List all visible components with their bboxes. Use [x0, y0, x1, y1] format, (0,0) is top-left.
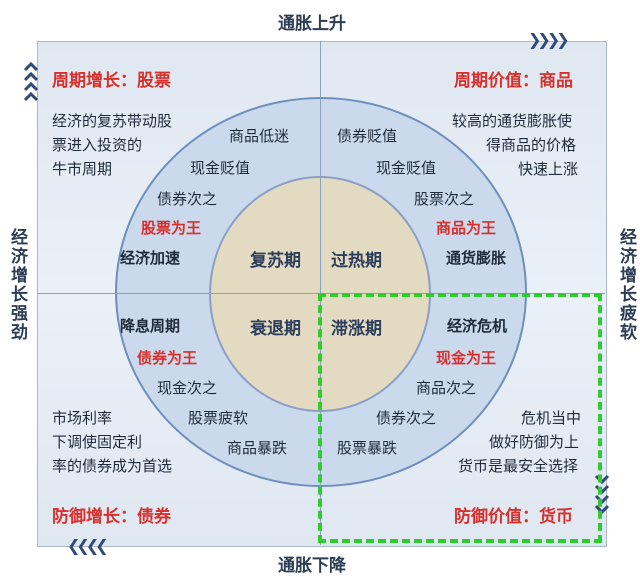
ring-bottom-left-1: 现金次之 — [157, 379, 218, 397]
desc-top-left-1: 经济的复苏带动股 — [52, 112, 173, 130]
chevron-right-icon: ❯❯❯❯ — [528, 30, 570, 49]
quadrant-title-bottom-left: 防御增长：债券 — [52, 507, 171, 527]
state-bottom-right: 经济危机 — [447, 317, 508, 335]
desc-top-right-3: 快速上涨 — [518, 160, 579, 178]
king-bottom-left: 债券为王 — [137, 349, 198, 367]
ring-bottom-left-3: 商品暴跌 — [227, 439, 288, 457]
king-bottom-right: 现金为王 — [436, 349, 497, 367]
desc-bottom-left-3: 率的债券成为首选 — [52, 457, 173, 475]
desc-top-left-2: 票进入投资的 — [52, 136, 143, 154]
ring-top-left-1: 商品低迷 — [229, 127, 290, 145]
king-top-right: 商品为王 — [436, 219, 497, 237]
ring-vertical-divider — [320, 97, 321, 487]
ring-top-left-2: 现金贬值 — [190, 159, 251, 177]
ring-top-right-2: 现金贬值 — [376, 159, 437, 177]
state-top-left: 经济加速 — [120, 249, 181, 267]
phase-recession: 衰退期 — [250, 319, 301, 339]
desc-bottom-right-2: 做好防御为上 — [489, 433, 580, 451]
desc-top-right-1: 较高的通货膨胀使 — [452, 112, 573, 130]
chevron-up-icon — [23, 60, 39, 108]
quadrant-title-bottom-right: 防御价值：货币 — [454, 507, 573, 527]
ring-bottom-right-2: 债券次之 — [376, 409, 437, 427]
ring-bottom-right-1: 商品次之 — [416, 379, 477, 397]
quadrant-title-top-right: 周期价值：商品 — [454, 71, 573, 91]
phase-stagflation: 滞涨期 — [331, 319, 382, 339]
quadrant-title-top-left: 周期增长：股票 — [52, 71, 171, 91]
ring-bottom-left-2: 股票疲软 — [188, 409, 249, 427]
desc-bottom-left-2: 下调使固定利 — [52, 433, 143, 451]
desc-bottom-right-1: 危机当中 — [521, 409, 582, 427]
ring-top-right-3: 股票次之 — [414, 190, 475, 208]
desc-top-left-3: 牛市周期 — [52, 160, 113, 178]
state-bottom-left: 降息周期 — [120, 317, 181, 335]
ring-top-right-1: 债券贬值 — [337, 127, 398, 145]
axis-top-label: 通胀上升 — [278, 14, 346, 34]
axis-bottom-label: 通胀下降 — [278, 556, 346, 576]
desc-bottom-right-3: 货币是最安全选择 — [458, 457, 579, 475]
phase-overheat: 过热期 — [331, 251, 382, 271]
highlight-box — [318, 293, 602, 543]
phase-recovery: 复苏期 — [250, 251, 301, 271]
ring-bottom-right-3: 股票暴跌 — [337, 439, 398, 457]
king-top-left: 股票为王 — [141, 219, 202, 237]
ring-top-left-3: 债券次之 — [157, 190, 218, 208]
axis-right-label: 经济增长疲软 — [616, 228, 636, 342]
chevron-left-icon: ❮❮❮❮ — [67, 536, 109, 555]
desc-top-right-2: 得商品的价格 — [486, 136, 577, 154]
state-top-right: 通货膨胀 — [446, 249, 507, 267]
desc-bottom-left-1: 市场利率 — [52, 409, 113, 427]
axis-left-label: 经济增长强劲 — [7, 228, 27, 342]
